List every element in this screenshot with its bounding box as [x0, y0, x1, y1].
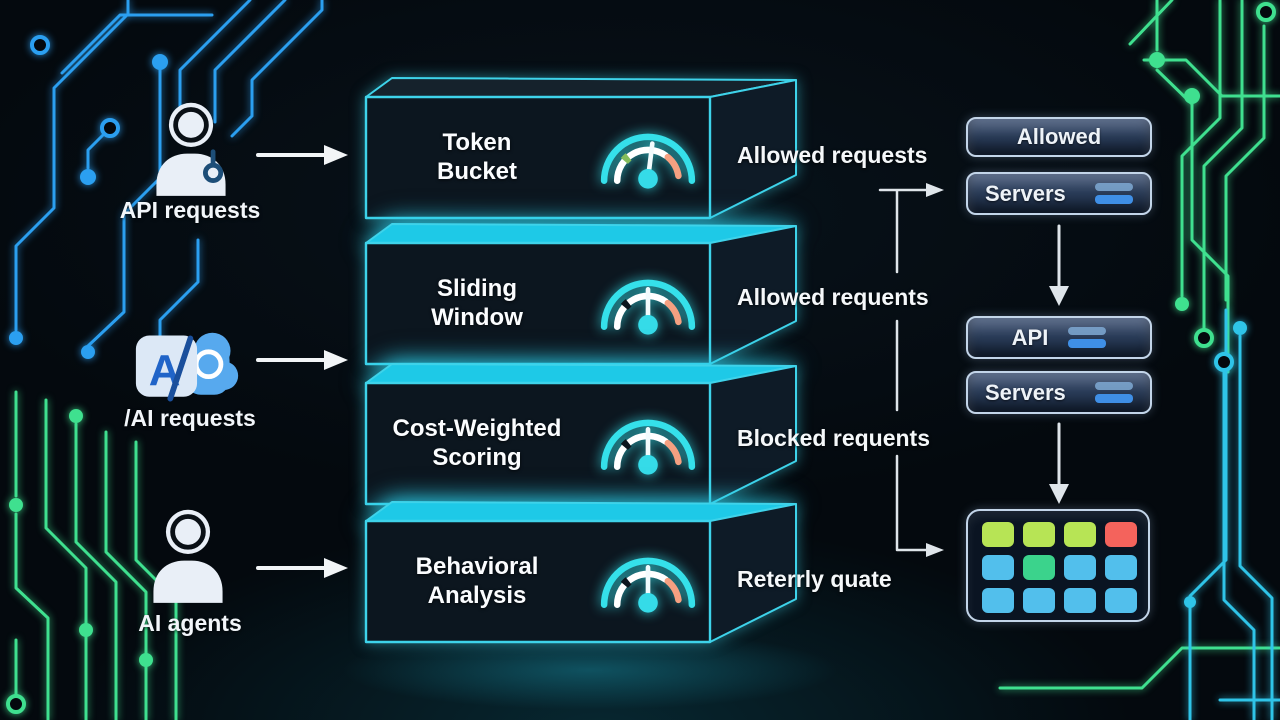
servers-button-2: Servers	[966, 371, 1152, 414]
gauge-icon	[600, 419, 696, 475]
servers-button-1: Servers	[966, 172, 1152, 215]
server-grid-cells	[982, 522, 1137, 613]
limiter-box-behavioral-analysis: Behavioral Analysis	[362, 500, 812, 670]
output-label-2: Allowed requents	[737, 284, 929, 310]
server-cell	[1105, 555, 1137, 580]
gauge-icon	[600, 279, 696, 335]
allowed-button: Allowed	[966, 117, 1152, 157]
server-cell	[1064, 555, 1096, 580]
source-label-api-requests: API requests	[119, 197, 261, 223]
box-3d-art	[362, 500, 812, 670]
allowed-button-label: Allowed	[1016, 124, 1102, 149]
gauge-slot	[592, 541, 704, 618]
limiter-box-sliding-window: Sliding Window	[362, 222, 812, 392]
list-lines-icon	[1095, 183, 1133, 204]
servers-button-label: Servers	[985, 180, 1066, 206]
box-3d-art	[362, 362, 812, 532]
gauge-slot	[592, 263, 704, 340]
api-button-label: API	[1011, 324, 1049, 350]
api-button: API	[966, 316, 1152, 359]
box-3d-art	[362, 76, 812, 246]
ai-language-icon: A	[135, 332, 239, 402]
list-lines-icon	[1095, 382, 1133, 403]
server-cell	[1064, 588, 1096, 613]
rate-limiter-box-art	[364, 363, 797, 506]
output-bracket-lines	[878, 183, 944, 557]
output-label-1: Allowed requests	[737, 142, 928, 168]
server-grid	[966, 509, 1150, 622]
limiter-title: Behavioral Analysis	[415, 552, 539, 609]
floor-glow	[340, 630, 840, 710]
gauge-slot	[592, 403, 704, 480]
gauge-slot	[592, 117, 704, 194]
limiter-title: Cost-Weighted Scoring	[392, 414, 562, 471]
gauge-icon	[600, 557, 696, 613]
down-arrow-icons	[1049, 224, 1069, 504]
output-label-4: Reterrly quate	[737, 566, 892, 592]
user-badge-icon	[156, 102, 226, 196]
rate-limiter-box-art	[364, 77, 797, 220]
server-cell	[1023, 588, 1055, 613]
circuit-traces-cyan	[1184, 308, 1280, 720]
server-cell	[982, 588, 1014, 613]
box-3d-art	[362, 222, 812, 392]
limiter-title: Token Bucket	[436, 128, 518, 185]
rate-limiter-box-art	[364, 501, 797, 644]
rate-limiter-box-art	[364, 223, 797, 366]
source-label-ai-requests: /AI requests	[124, 405, 256, 431]
limiter-box-token-bucket: Token Bucket	[362, 76, 812, 246]
output-label-3: Blocked requents	[737, 425, 930, 451]
server-cell	[1064, 522, 1096, 547]
limiter-box-cost-weighted-scoring: Cost-Weighted Scoring	[362, 362, 812, 532]
server-cell	[1023, 555, 1055, 580]
server-cell	[1023, 522, 1055, 547]
server-cell	[982, 555, 1014, 580]
limiter-title: Sliding Window	[431, 274, 523, 331]
source-label-ai-agents: AI agents	[138, 610, 242, 636]
list-lines-icon	[1068, 327, 1107, 348]
server-cell	[982, 522, 1014, 547]
server-cell	[1105, 522, 1137, 547]
user-icon	[153, 509, 223, 603]
servers-button-label: Servers	[985, 379, 1066, 405]
gauge-icon	[600, 133, 696, 189]
server-cell	[1105, 588, 1137, 613]
